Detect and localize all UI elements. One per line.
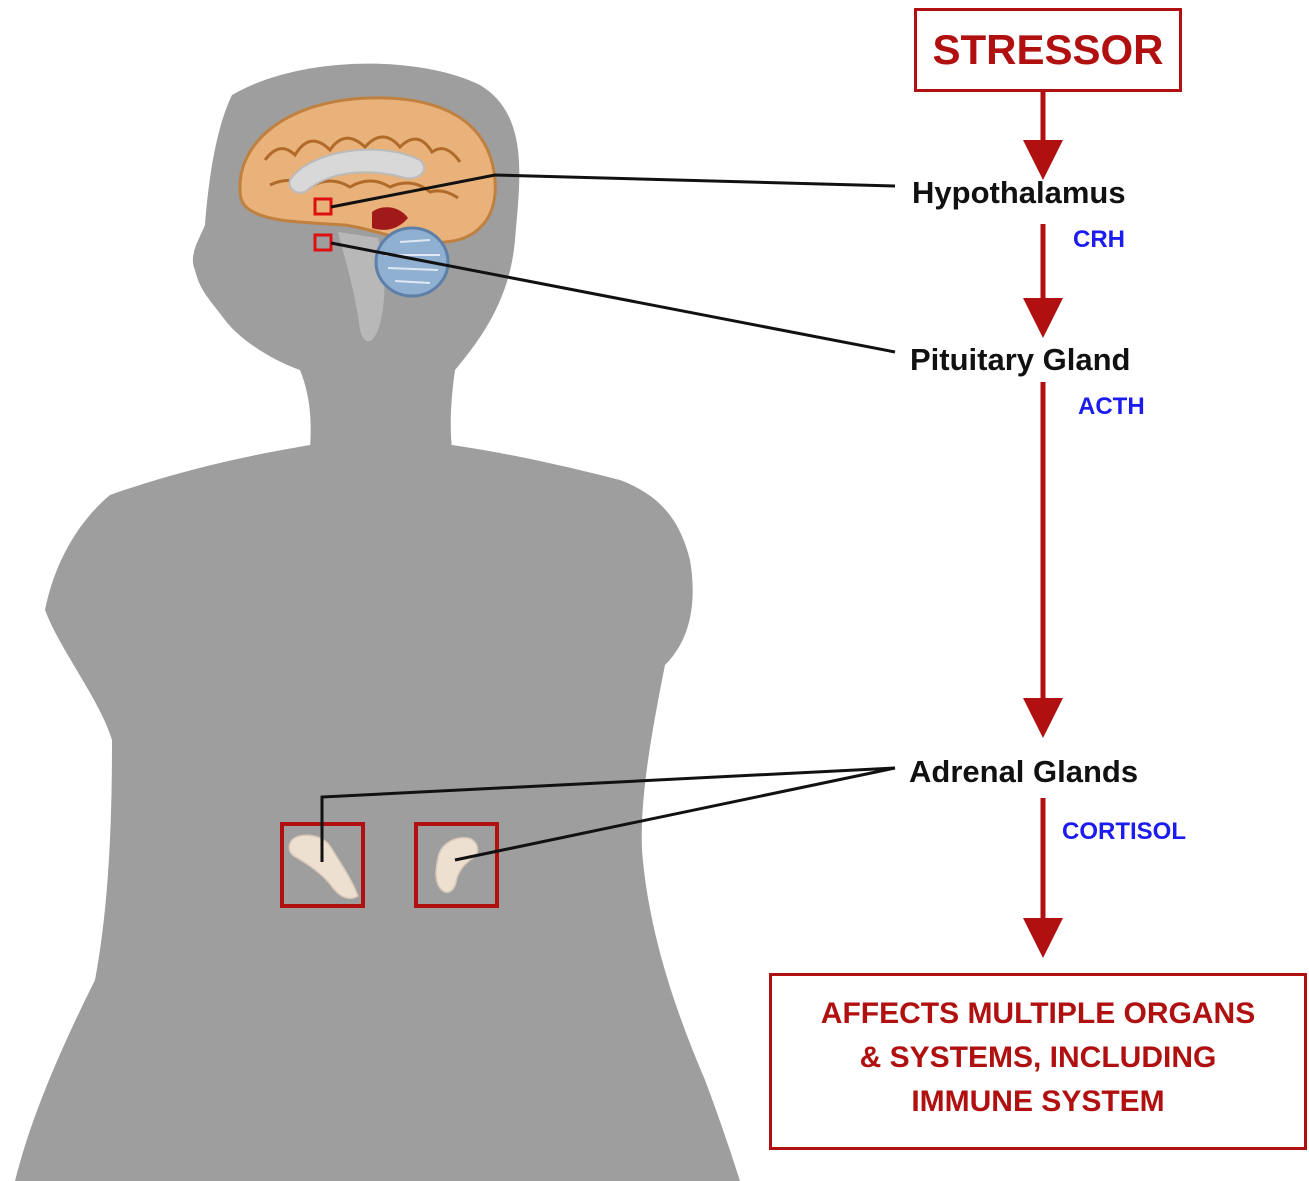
- stressor-label: STRESSOR: [932, 26, 1163, 73]
- outcome-line-2: & SYSTEMS, INCLUDING: [772, 1036, 1304, 1080]
- acth-label: ACTH: [1078, 393, 1145, 421]
- outcome-line-3: IMMUNE SYSTEM: [772, 1080, 1304, 1124]
- hypothalamus-label: Hypothalamus: [912, 175, 1126, 211]
- outcome-line-1: AFFECTS MULTIPLE ORGANS: [772, 992, 1304, 1036]
- pituitary-gland-label: Pituitary Gland: [910, 342, 1130, 378]
- body-silhouette: [15, 445, 740, 1181]
- crh-label: CRH: [1073, 226, 1125, 254]
- adrenal-glands-label: Adrenal Glands: [909, 754, 1138, 790]
- cortisol-label: CORTISOL: [1062, 818, 1186, 846]
- outcome-box: AFFECTS MULTIPLE ORGANS & SYSTEMS, INCLU…: [769, 973, 1307, 1150]
- stressor-box: STRESSOR: [914, 8, 1182, 92]
